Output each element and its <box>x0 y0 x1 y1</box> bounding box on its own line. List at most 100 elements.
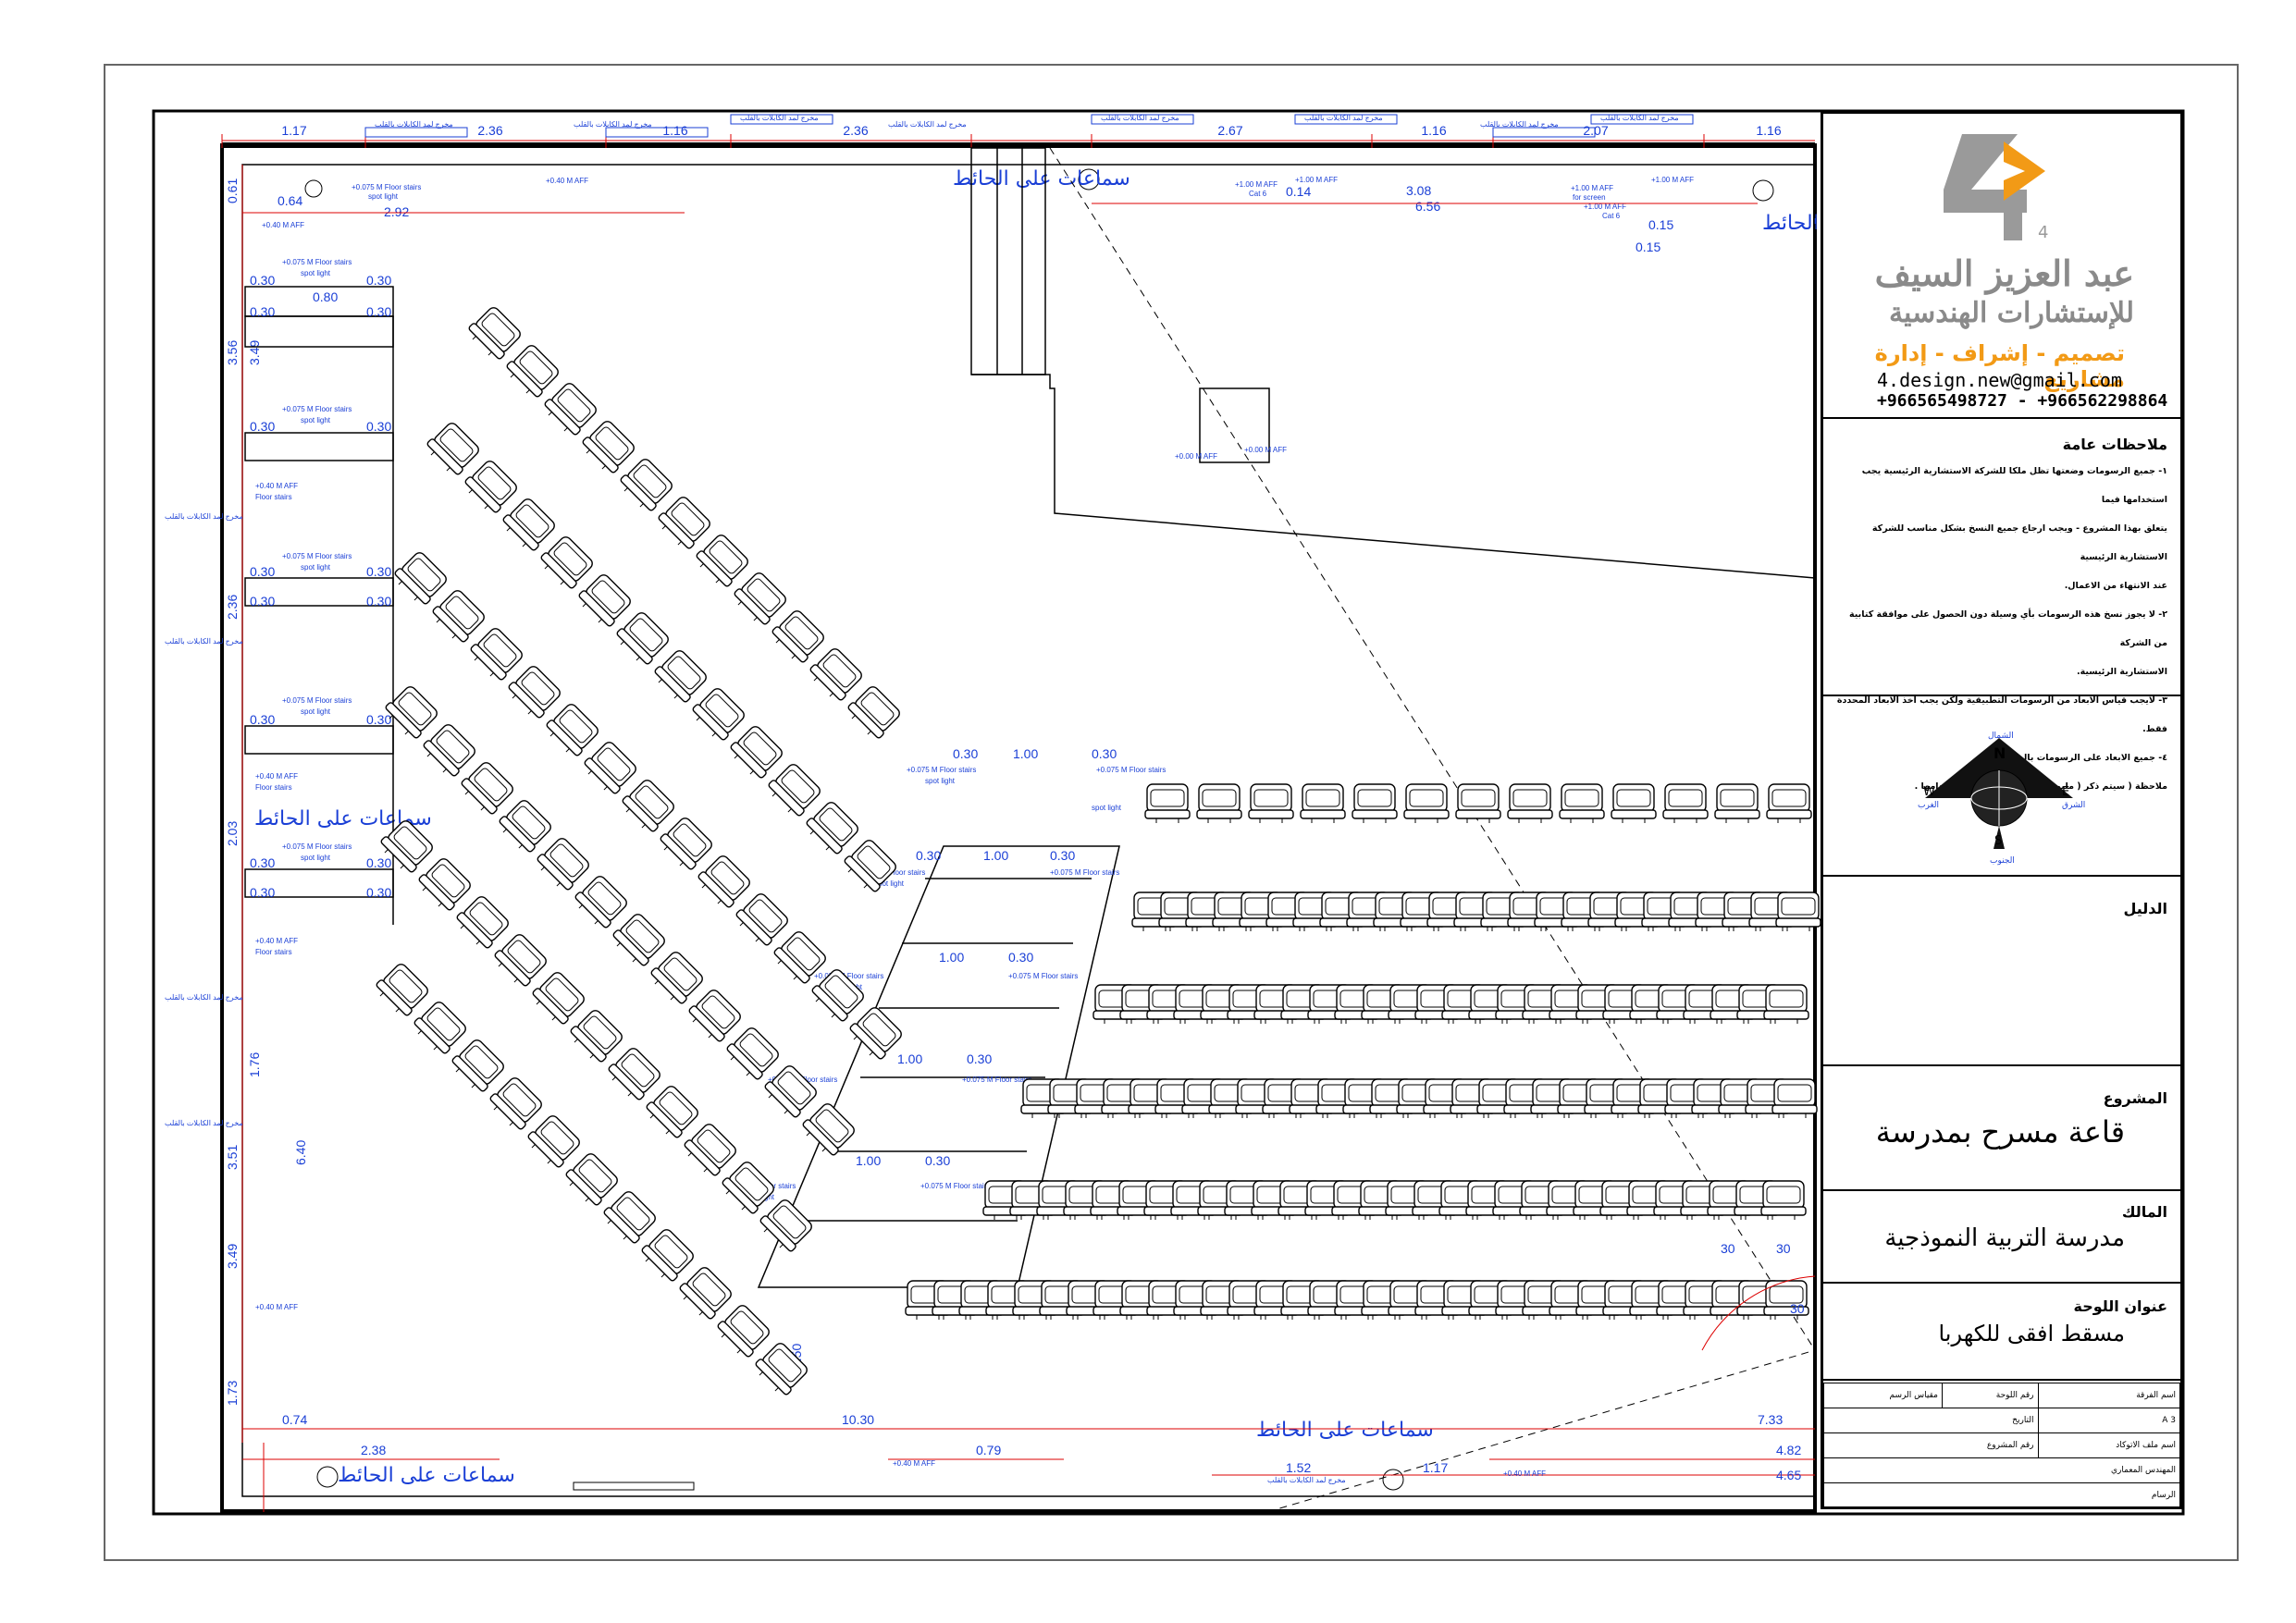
seat-icon <box>650 952 703 1004</box>
aisle-labels: 1.00 0.30 0.30 1.00 0.30 0.30 1.00 0.30 … <box>726 746 1166 1201</box>
top-fixtures: +0.075 M Floor stairs spot light +0.40 M… <box>262 168 1774 229</box>
compass-east: E <box>2062 785 2069 799</box>
dim-label: 3.08 <box>1406 183 1431 198</box>
owner-label: المالك <box>2121 1203 2167 1221</box>
seat-icon <box>426 423 479 475</box>
dim-label: 30 <box>1776 1241 1791 1256</box>
seat-icon <box>470 628 523 681</box>
ceiling-outlet-label: مخرج لمد الكابلات بالقلب <box>165 1119 243 1127</box>
dim-label: 0.30 <box>250 564 275 579</box>
spot-light-label: spot light <box>925 777 956 785</box>
seat-icon <box>692 688 745 741</box>
dim-label: 0.30 <box>366 885 391 900</box>
compass-east-ar: الشرق <box>2062 801 2085 810</box>
seat-icon <box>730 726 783 779</box>
aff-label: +1.00 M AFF <box>1651 176 1694 184</box>
floor-stairs-label: +0.075 M Floor stairs <box>1096 766 1166 774</box>
seat-icon <box>578 574 631 627</box>
contact-email[interactable]: 4.design.new@gmail.com <box>1877 369 2122 391</box>
dim-label: 0.30 <box>250 885 275 900</box>
seat-icon <box>679 1267 732 1320</box>
floor-stairs-label: +0.075 M Floor stairs <box>282 842 352 851</box>
sheet-title-panel: عنوان اللوحة مسقط افقى للكهربا <box>1823 1288 2180 1381</box>
diagonal-seating-block <box>376 307 902 1396</box>
seat-icon <box>508 666 561 719</box>
seat-icon <box>423 724 475 777</box>
left-dimension-labels: 0.61 3.56 3.49 2.36 2.03 1.76 3.51 3.49 … <box>225 178 804 1406</box>
seat-icon <box>603 1191 656 1244</box>
ceiling-outlet-labels: مخرج لمد الكابلات بالقلب مخرج لمد الكابل… <box>375 114 1679 129</box>
logo-numeral: 4 <box>2038 223 2048 242</box>
dim-label: 1.00 <box>983 848 1008 863</box>
dim-label: 0.30 <box>366 304 391 319</box>
seat-icon <box>380 820 433 873</box>
screen-label: for screen <box>1573 193 1606 202</box>
spot-light-label: spot light <box>301 416 331 424</box>
aff-label: +1.00 M AFF <box>1295 176 1338 184</box>
speaker-icon <box>304 179 323 198</box>
ceiling-outlet-group <box>364 114 1694 138</box>
dim-label: 0.30 <box>916 848 941 863</box>
sheet-title: مسقط افقى للكهربا <box>1938 1321 2125 1346</box>
floor-stairs-label: +0.075 M Floor stairs <box>352 183 421 191</box>
seat-icon <box>464 461 517 513</box>
floor-stairs-short: Floor stairs <box>255 493 292 501</box>
project-panel: المشروع قاعة مسرح بمدرسة <box>1823 1071 2180 1191</box>
speaker-icon <box>316 1466 339 1488</box>
aff-label: +0.40 M AFF <box>255 482 298 490</box>
seat-icon <box>418 858 471 911</box>
aff-label: +0.40 M AFF <box>255 1303 298 1311</box>
seat-icon <box>1714 783 1760 823</box>
seat-icon <box>697 855 750 908</box>
drafter-label: الرسام <box>1823 1482 2180 1508</box>
seat-icon <box>1763 984 1809 1024</box>
spot-light-label: spot light <box>368 192 399 201</box>
seat-icon <box>1763 1280 1809 1320</box>
company-name-line2: للإستشارات الهندسية <box>1888 297 2134 329</box>
seat-icon <box>849 1007 902 1060</box>
spot-light-label: spot light <box>301 854 331 862</box>
dim-label: 0.61 <box>225 178 240 203</box>
aff-label: +0.40 M AFF <box>546 177 588 185</box>
seat-icon <box>1403 783 1450 823</box>
legend-panel: الدليل <box>1823 881 2180 1066</box>
project-name: قاعة مسرح بمدرسة <box>1875 1114 2125 1150</box>
seat-icon <box>1248 783 1294 823</box>
dim-label: 0.30 <box>967 1051 992 1066</box>
seat-icon <box>1196 783 1242 823</box>
aff-label: +1.00 M AFF <box>1571 184 1613 192</box>
dim-label: 1.00 <box>1013 746 1038 761</box>
seat-icon <box>1611 783 1657 823</box>
dim-label: 0.79 <box>976 1443 1001 1457</box>
dim-label: 0.30 <box>250 304 275 319</box>
dim-label: 1.16 <box>662 123 687 138</box>
seat-icon <box>764 1065 817 1118</box>
left-step-labels: 0.30 0.30 0.80 0.30 0.30 0.30 0.30 0.30 … <box>250 258 391 1311</box>
spot-light-label: spot light <box>301 707 331 716</box>
seat-icon <box>811 969 864 1022</box>
aff-label: +0.00 M AFF <box>1244 446 1287 454</box>
general-notes-panel: ملاحظات عامة ١- جميع الرسومات وضعتها تظل… <box>1823 428 2180 792</box>
seat-icon <box>376 964 428 1016</box>
left-step-blocks <box>244 286 394 925</box>
note-line: يتعلق بهذا المشروع - ويجب ارجاع جميع الن… <box>1871 523 2167 562</box>
seat-icon <box>432 590 485 643</box>
dim-label: 30 <box>1721 1241 1735 1256</box>
seat-icon <box>499 800 551 853</box>
compass-north: N <box>1994 744 2006 762</box>
seat-icon <box>684 1124 736 1176</box>
dim-label: 0.64 <box>278 193 302 208</box>
seat-icon <box>527 1115 580 1168</box>
file-label: اسم ملف الاتوكاد <box>2037 1432 2181 1458</box>
seat-icon <box>735 893 788 946</box>
floor-stairs-label: +0.075 M Floor stairs <box>1008 972 1078 980</box>
dim-label: 3.49 <box>247 340 262 365</box>
seat-icon <box>847 686 900 739</box>
dim-label: 2.67 <box>1217 123 1242 138</box>
speaker-icon <box>1078 168 1100 191</box>
dim-label: 0.30 <box>366 564 391 579</box>
bottom-dimension-chain <box>242 1428 1815 1476</box>
aff-label: +1.00 M AFF <box>1584 203 1626 211</box>
seat-icon <box>574 876 627 928</box>
